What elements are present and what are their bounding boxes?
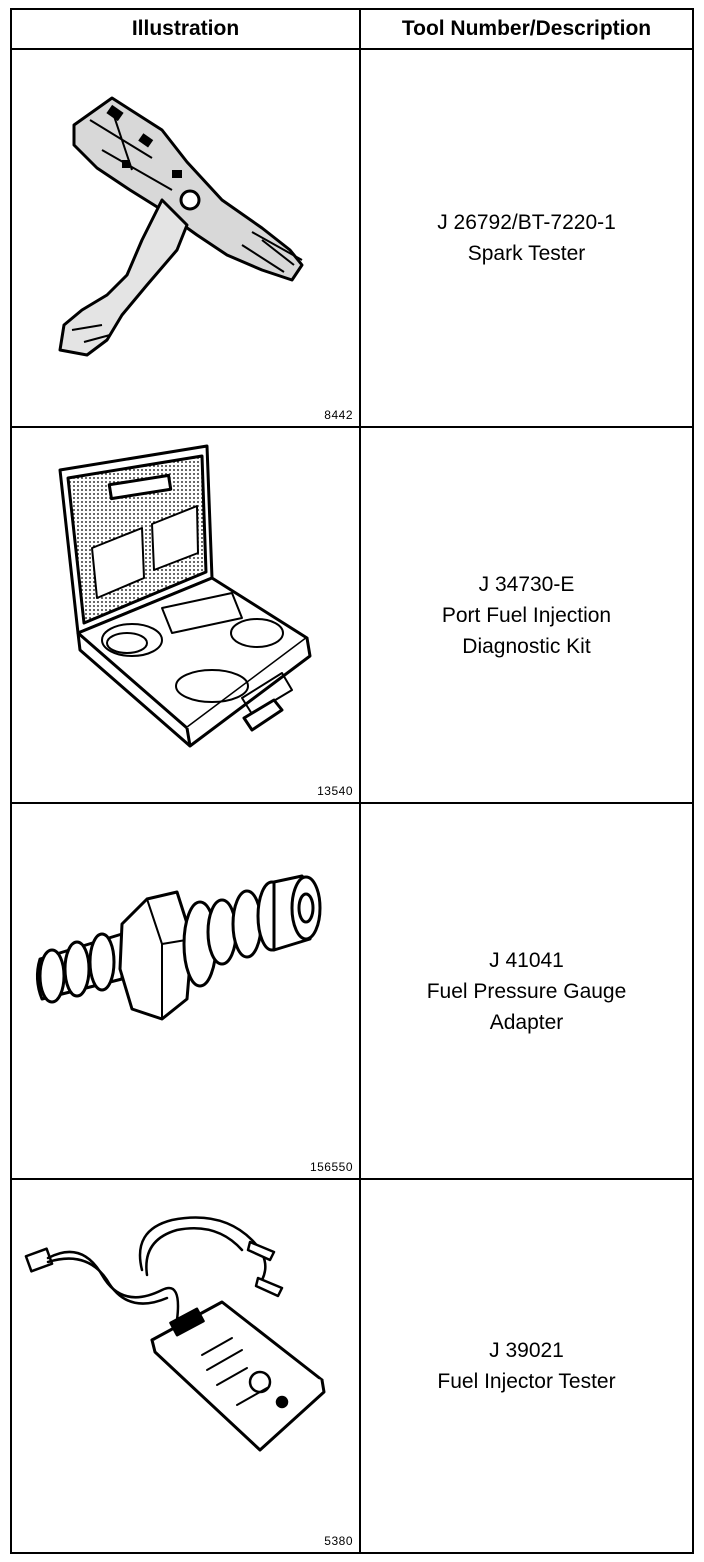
tool-name-line-1: Port Fuel Injection: [441, 603, 612, 627]
tool-description: J 26792/BT-7220-1 Spark Tester: [361, 50, 692, 426]
table-row: 13540 J 34730-E Port Fuel Injection Diag…: [12, 428, 692, 804]
tool-description: J 34730-E Port Fuel Injection Diagnostic…: [361, 428, 692, 802]
tool-name: Spark Tester: [467, 242, 586, 265]
hose-adapter-fitting-icon: 156550: [12, 804, 359, 1178]
header-tool-description: Tool Number/Description: [401, 17, 652, 40]
column-divider: [359, 10, 361, 1552]
spark-tester-icon: 8442: [12, 50, 359, 426]
figure-number: 156550: [309, 1160, 353, 1174]
tool-description: J 39021 Fuel Injector Tester: [361, 1180, 692, 1552]
tool-name: Fuel Injector Tester: [437, 1370, 616, 1393]
tool-name-line-2: Adapter: [489, 1010, 564, 1034]
table-header: Illustration Tool Number/Description: [12, 10, 692, 50]
tool-number: J 26792/BT-7220-1: [437, 211, 616, 234]
injector-tester-icon: 5380: [12, 1180, 359, 1552]
figure-number: 5380: [324, 1534, 353, 1548]
tool-number: J 34730-E: [478, 572, 575, 596]
tool-name-line-1: Fuel Pressure Gauge: [426, 979, 627, 1003]
figure-number: 8442: [324, 408, 353, 422]
table-row: 5380 J 39021 Fuel Injector Tester: [12, 1180, 692, 1552]
figure-number: 13540: [317, 784, 353, 798]
table-row: 8442 J 26792/BT-7220-1 Spark Tester: [12, 50, 692, 428]
tool-number: J 41041: [489, 948, 564, 972]
table-row: 156550 J 41041 Fuel Pressure Gauge Adapt…: [12, 804, 692, 1180]
tool-table: Illustration Tool Number/Description: [10, 8, 694, 1554]
diagnostic-kit-case-icon: 13540: [12, 428, 359, 802]
tool-name-line-2: Diagnostic Kit: [462, 634, 591, 658]
tool-description: J 41041 Fuel Pressure Gauge Adapter: [361, 804, 692, 1178]
tool-number: J 39021: [489, 1339, 564, 1362]
header-illustration: Illustration: [131, 17, 240, 40]
